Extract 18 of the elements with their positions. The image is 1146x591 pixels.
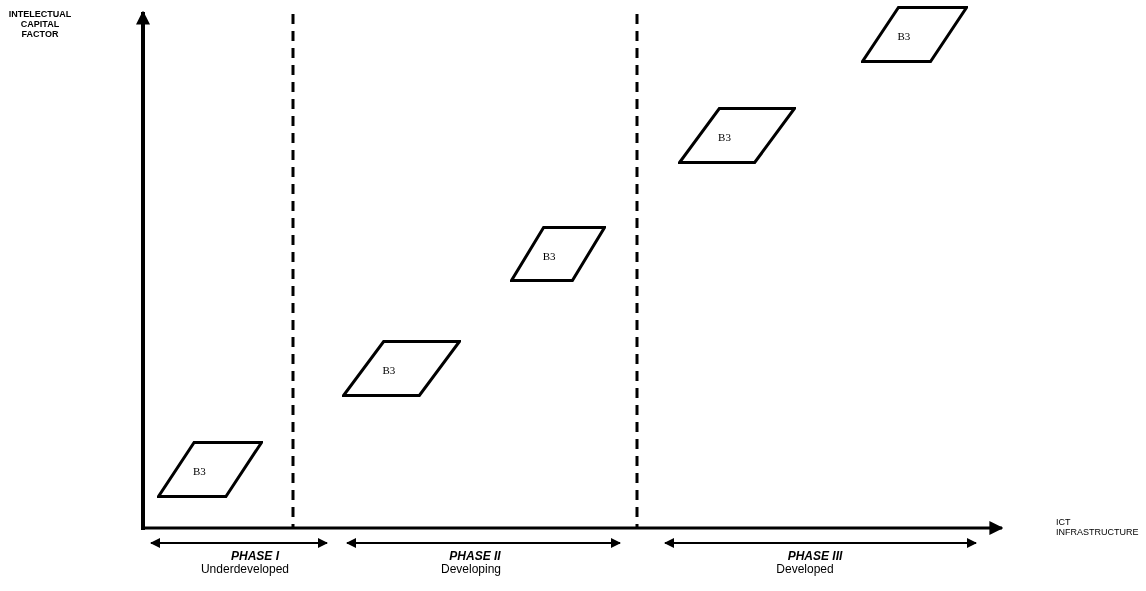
node-label: B3 [718, 130, 731, 143]
phase-label: PHASE III [786, 550, 844, 563]
node-label: B3 [382, 363, 396, 376]
parallelogram-node [861, 6, 968, 63]
axis-title: INTELECTUAL CAPITAL FACTOR [7, 9, 73, 39]
parallelogram-node [342, 340, 461, 397]
axis-title: ICT INFRASTRUCTURE [1056, 517, 1140, 537]
node-label: B3 [897, 29, 911, 42]
phase-description: Developing [439, 563, 502, 576]
parallelogram-node [678, 107, 796, 164]
node-label: B3 [193, 464, 206, 477]
phase-description: Underdeveloped [199, 563, 291, 576]
phase-description: Developed [775, 563, 835, 576]
node-label: B3 [542, 249, 556, 262]
parallelogram-node [157, 441, 263, 498]
phase-label: PHASE II [448, 550, 502, 563]
parallelogram-node [510, 226, 606, 282]
phase-label: PHASE I [230, 550, 281, 563]
